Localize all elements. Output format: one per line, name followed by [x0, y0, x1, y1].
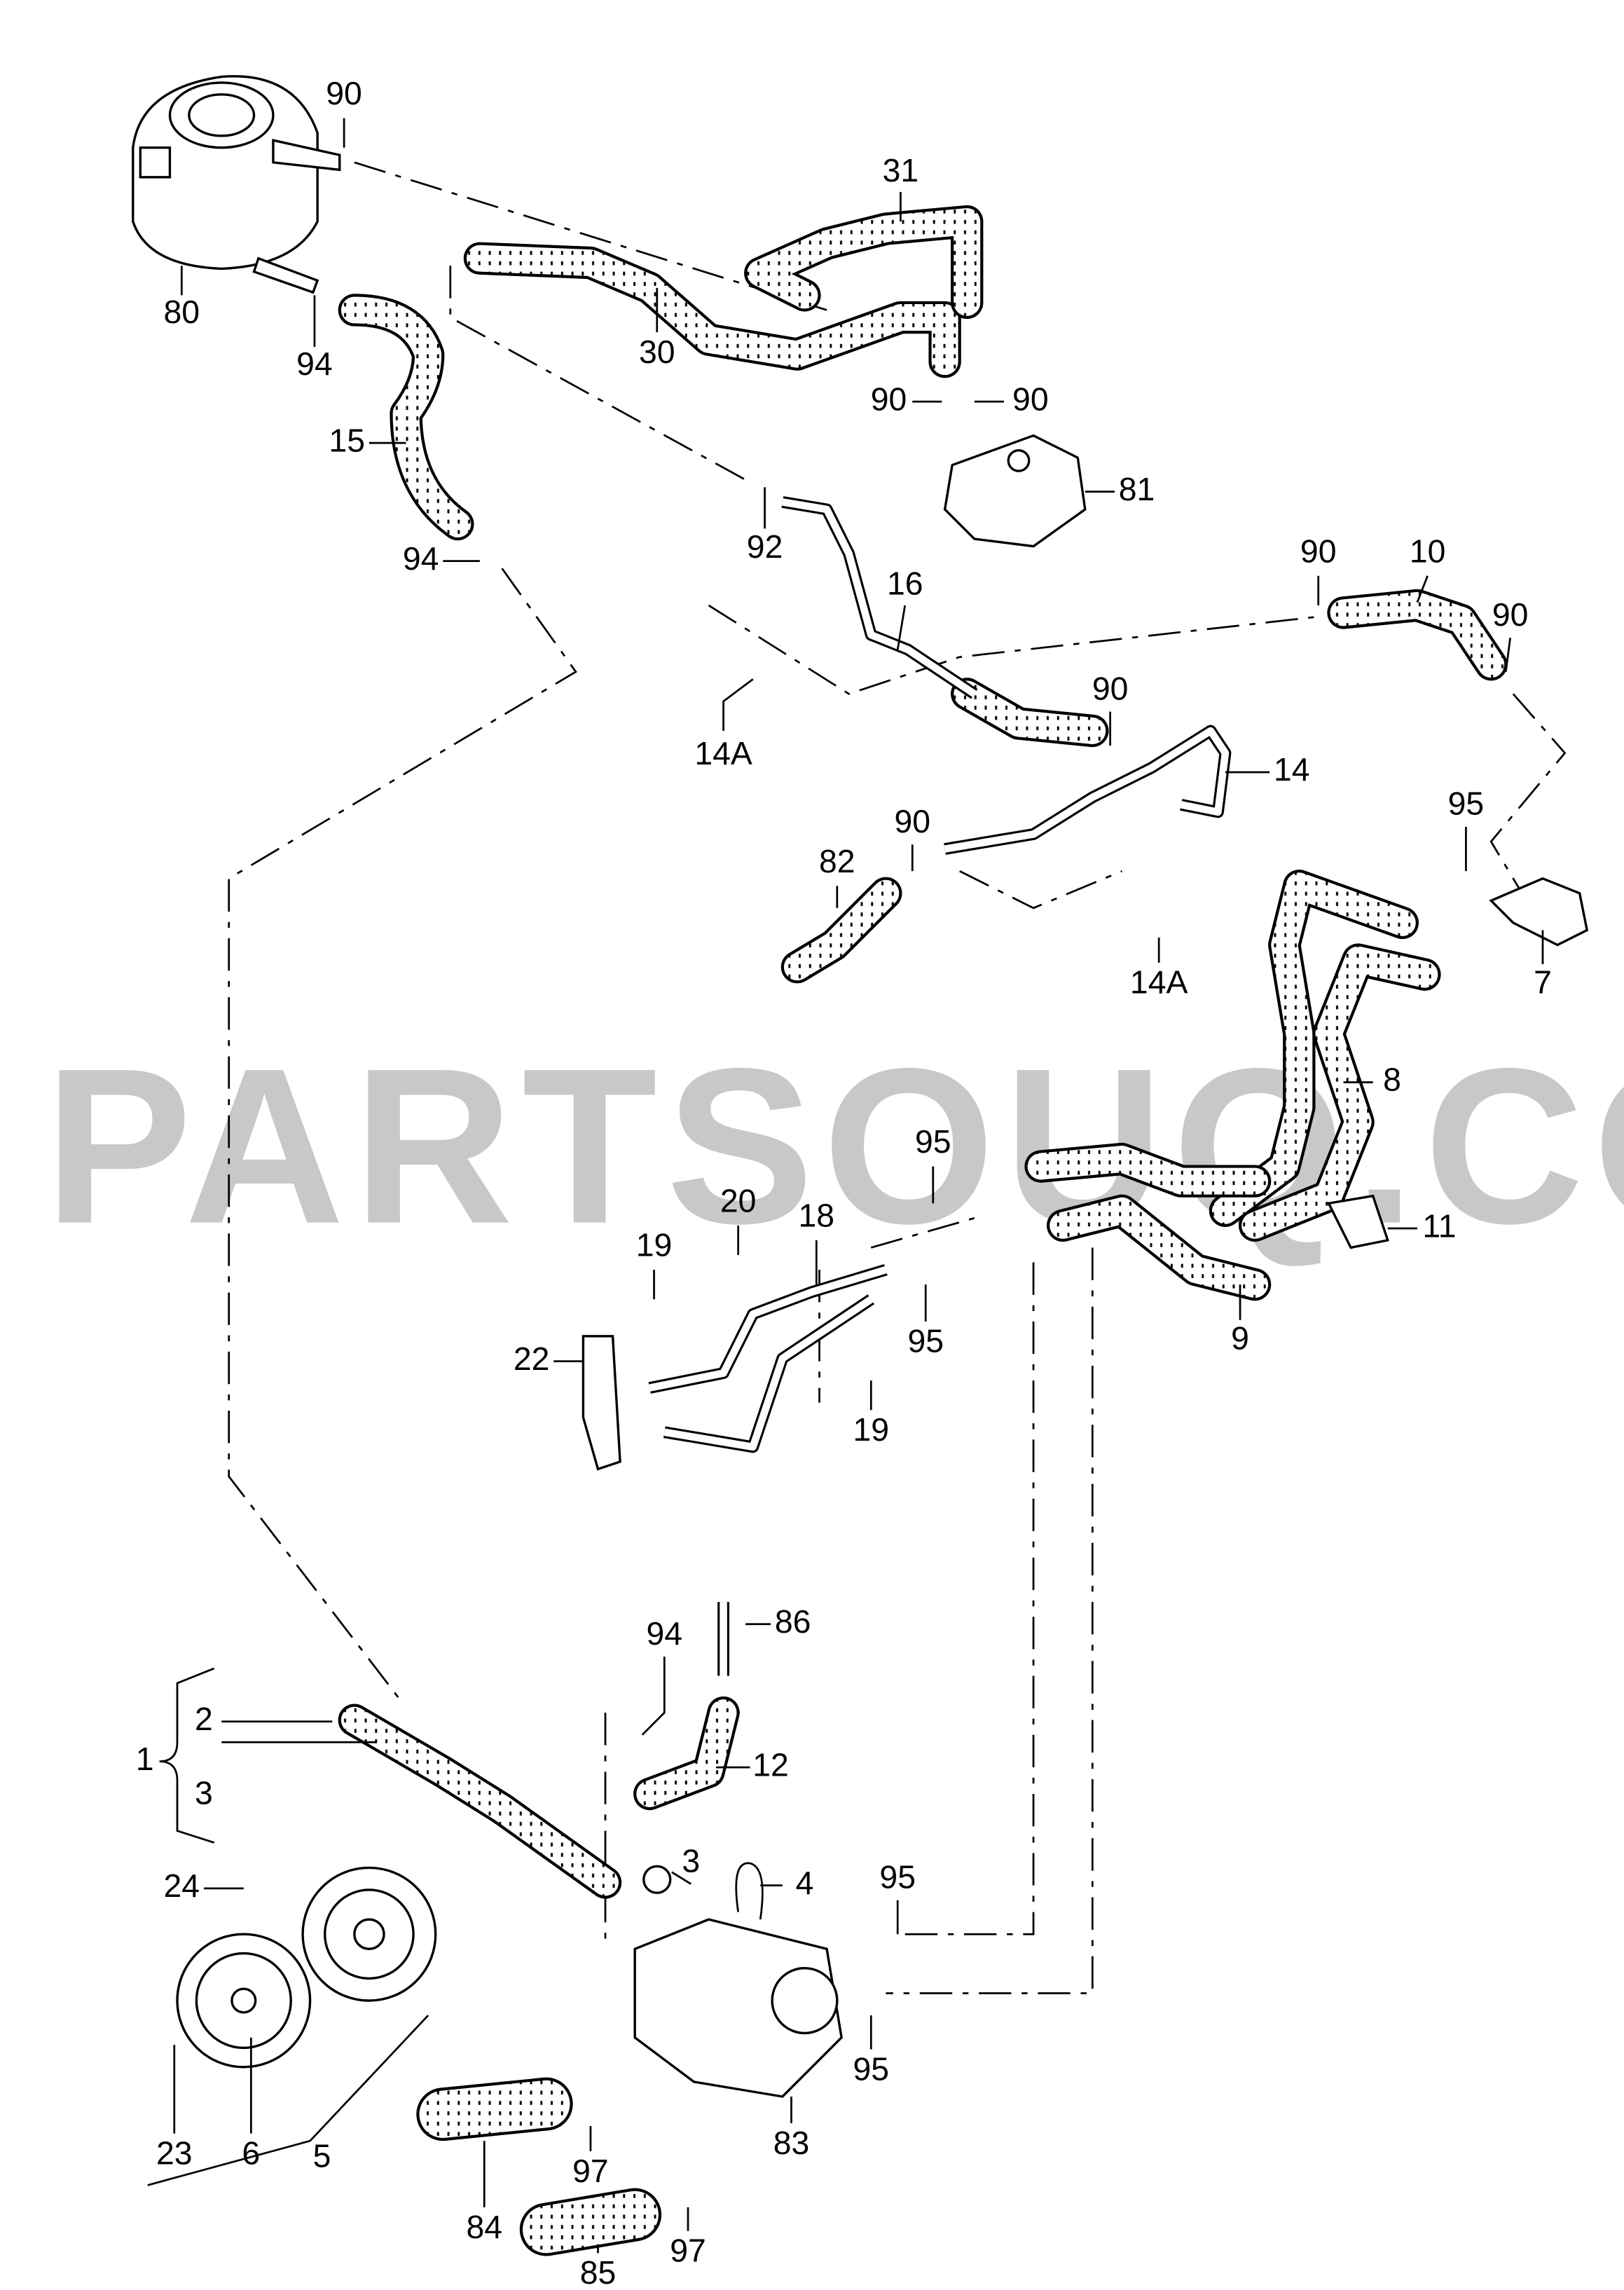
callout-label: 82	[819, 843, 855, 879]
callout-label: 19	[636, 1227, 673, 1263]
o-ring-3	[642, 1865, 672, 1894]
coolant-reservoir	[132, 75, 341, 294]
pipes	[648, 496, 1232, 1676]
callout-label: 24	[164, 1867, 200, 1904]
callout-label: 3	[195, 1774, 213, 1811]
callout-label: 90	[1092, 670, 1129, 706]
callout-label: 90	[326, 75, 362, 111]
callout-label: 80	[164, 294, 200, 330]
callout-label: 97	[572, 2153, 609, 2189]
callout-label: 85	[580, 2254, 617, 2290]
callout-label: 19	[853, 1411, 889, 1448]
callout-label: 83	[773, 2125, 810, 2161]
callout-label: 2	[195, 1701, 213, 1737]
components	[176, 434, 1589, 2098]
callout-label: 95	[853, 2050, 889, 2087]
gasket-22	[582, 1335, 621, 1471]
callout-label: 95	[879, 1858, 916, 1895]
callout-label: 94	[403, 540, 439, 577]
callout-label: 84	[466, 2209, 502, 2245]
callout-label: 94	[296, 345, 333, 382]
callout-label: 95	[907, 1323, 944, 1359]
callout-lines	[147, 118, 1544, 2254]
callout-label: 97	[670, 2233, 706, 2269]
hoses	[338, 205, 1508, 2256]
callout-label: 90	[871, 380, 907, 417]
callout-label: 7	[1534, 964, 1552, 1001]
callout-label: 1	[136, 1741, 154, 1777]
callout-label: 12	[752, 1746, 789, 1783]
callout-labels: 90 80 94 15 94 31 30 90 90 81 92 16 14A …	[136, 75, 1552, 2290]
callout-label: 90	[1492, 596, 1529, 633]
callout-label: 8	[1383, 1062, 1401, 1098]
dashed-leaders	[228, 161, 1567, 1994]
callout-label: 14A	[1130, 964, 1188, 1001]
callout-label: 6	[242, 2135, 260, 2172]
callout-label: 30	[639, 334, 675, 370]
callout-label: 90	[1300, 533, 1337, 569]
callout-label: 10	[1410, 533, 1446, 569]
callout-label: 9	[1231, 1319, 1249, 1356]
valve-81	[943, 434, 1087, 548]
callout-label: 94	[647, 1615, 683, 1652]
callout-label: 90	[894, 803, 930, 839]
callout-label: 23	[156, 2135, 193, 2172]
callout-label: 31	[883, 152, 919, 188]
callout-label: 20	[720, 1182, 757, 1219]
callout-label: 22	[514, 1341, 550, 1377]
callout-label: 16	[887, 565, 923, 602]
callout-label: 5	[313, 2138, 331, 2174]
callout-label: 90	[1012, 380, 1049, 417]
callout-label: 4	[796, 1865, 814, 1901]
callout-label: 3	[682, 1842, 700, 1879]
callout-label: 81	[1119, 471, 1155, 507]
connector-7	[1489, 877, 1589, 947]
callout-label: 95	[915, 1123, 951, 1160]
clip-11	[1326, 1194, 1389, 1249]
callout-label: 15	[329, 422, 366, 458]
thermostat-housing-83	[633, 1918, 843, 2098]
callout-label: 95	[1448, 786, 1485, 822]
callout-label: 92	[747, 528, 783, 565]
callout-label: 11	[1422, 1207, 1456, 1244]
callout-label: 86	[775, 1603, 811, 1640]
callout-label: 14A	[694, 735, 752, 772]
callout-label: 14	[1274, 751, 1310, 788]
callout-label: 18	[799, 1198, 835, 1234]
